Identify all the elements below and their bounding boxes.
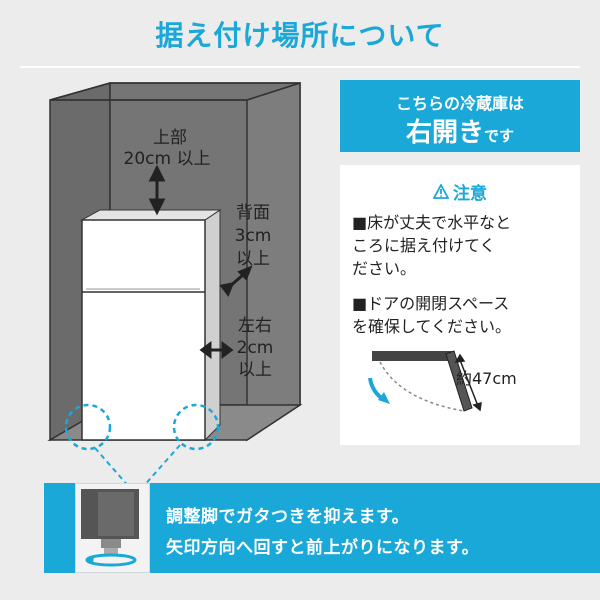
notice-suffix: です (484, 127, 515, 145)
adjustable-foot-photo (75, 483, 150, 573)
opening-direction-banner: こちらの冷蔵庫は 右開きです (340, 80, 580, 152)
open-door (445, 350, 473, 412)
caution-item-1-line2: ころに据え付けてく (352, 236, 496, 255)
caution-item-2: ■ドアの開閉スペース を確保してください。 (352, 292, 574, 338)
caution-heading: 注意 (340, 179, 580, 204)
side-clearance-arrow (199, 341, 234, 359)
side-label-1: 左右 (238, 316, 272, 336)
depth-arrow (454, 353, 482, 412)
fridge-top (80, 209, 222, 221)
side-label-3: 以上 (238, 360, 272, 380)
door-swing-diagram (368, 350, 482, 412)
page-title: 据え付け場所について (155, 19, 445, 52)
notice-line1: こちらの冷蔵庫は (395, 94, 524, 113)
foot-circle-left (64, 403, 112, 451)
back-clearance-arrow (219, 265, 253, 298)
notice-main: 右開き (405, 118, 484, 148)
side-label-2: 2cm (236, 338, 274, 358)
adjuster-text-1: 調整脚でガタつきを抑えます。 (166, 507, 410, 527)
caution-item-1-line1: ■床が丈夫で水平なと (352, 213, 512, 232)
foot-circle-right (172, 403, 220, 451)
notice-line2: 右開きです (340, 112, 580, 149)
adjuster-text-2: 矢印方向へ回すと前上がりになります。 (166, 538, 480, 558)
leader-left (94, 447, 131, 489)
back-label-3: 以上 (236, 249, 270, 269)
swing-arc (379, 361, 465, 412)
title-divider (20, 66, 580, 68)
fridge-top-view (372, 351, 454, 361)
back-label-2: 3cm (234, 226, 272, 246)
caution-heading-text: 注意 (453, 184, 487, 204)
top-clearance-arrow (148, 164, 166, 216)
door-clearance-label: 約47cm (456, 369, 517, 388)
leader-right (141, 444, 181, 489)
fridge-front (81, 219, 206, 441)
caution-item-2-line1: ■ドアの開閉スペース (352, 294, 510, 313)
back-label-1: 背面 (236, 203, 270, 223)
fridge-side (204, 209, 221, 442)
caution-item-1-line3: ださい。 (352, 259, 417, 278)
caution-panel: 注意 ■床が丈夫で水平なと ころに据え付けてく ださい。 ■ドアの開閉スペース … (340, 165, 580, 445)
top-label-1: 上部 (153, 128, 187, 148)
warning-icon (432, 183, 450, 204)
caution-item-1: ■床が丈夫で水平なと ころに据え付けてく ださい。 (352, 211, 574, 280)
caution-item-2-line2: を確保してください。 (352, 317, 512, 336)
top-label-2: 20cm 以上 (123, 149, 211, 169)
